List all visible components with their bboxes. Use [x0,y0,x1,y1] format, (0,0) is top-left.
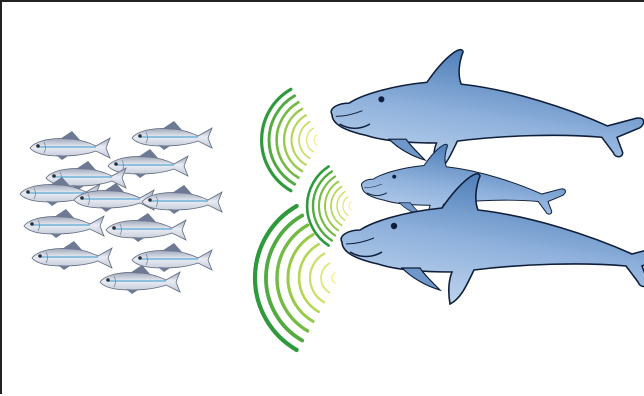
fish [30,131,110,160]
sonar-wave-arc [307,128,314,151]
sonar-wave-fan [262,89,317,190]
sonar-wave-arc [321,263,329,292]
sonar-wave-arc [337,192,345,221]
dolphin-top [331,50,644,174]
sonar-wave-arc [299,122,310,158]
sonar-wave-arc [343,197,348,216]
fish [32,241,112,270]
sonar-wave-arc [314,135,317,145]
fish-school [20,121,222,294]
fish [24,209,104,238]
sonar-wave-arc [349,202,351,210]
sonar-wave-arc [332,273,335,283]
fish [100,265,180,294]
sonar-wave-fan [255,206,335,350]
sonar-wave-arc [299,244,319,312]
fish [106,213,186,242]
fish [132,121,212,150]
fish [74,183,154,212]
sonar-wave-arc [310,254,324,303]
